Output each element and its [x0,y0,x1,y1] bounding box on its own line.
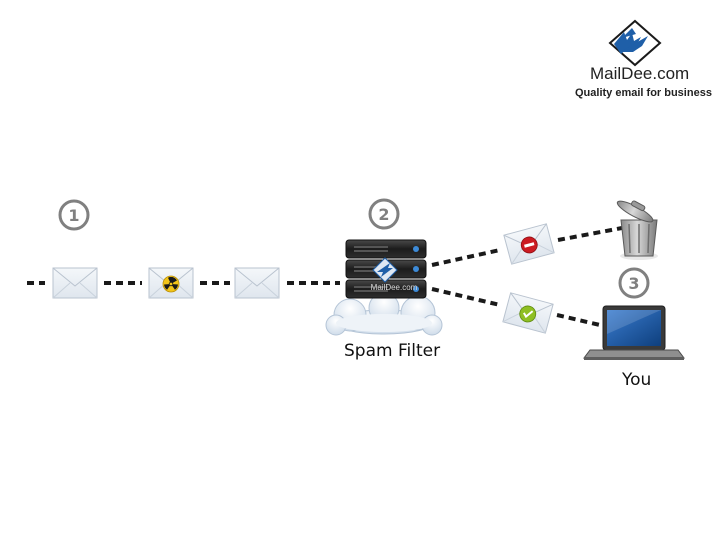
approved-envelope-icon [502,292,554,334]
step-number-3: 3 [628,274,639,293]
radioactive-envelope-icon [148,267,194,299]
maildee-logo-icon [608,19,662,67]
envelope-icon [234,267,280,299]
step-badge-3: 3 [618,267,650,299]
step-number-2: 2 [378,205,389,224]
server-badge-text: MailDee.com [371,283,418,292]
laptop-icon [583,305,685,360]
brand-name: MailDee.com [590,64,690,83]
envelope-icon [52,267,98,299]
trash-can-icon [616,200,658,260]
step-number-1: 1 [68,206,79,225]
cloud-icon [325,292,443,336]
spam-filter-label: Spam Filter [344,341,441,361]
step-badge-1: 1 [58,199,90,231]
server-icon: MailDee.com [325,239,443,336]
blocked-envelope-icon [503,223,555,265]
you-label: You [622,370,652,390]
step-badge-2: 2 [368,198,400,230]
approved-mail-line [431,287,601,327]
brand-tagline: Quality email for business [575,87,712,99]
server-logo-icon [372,257,398,283]
blocked-mail-line [431,226,623,267]
